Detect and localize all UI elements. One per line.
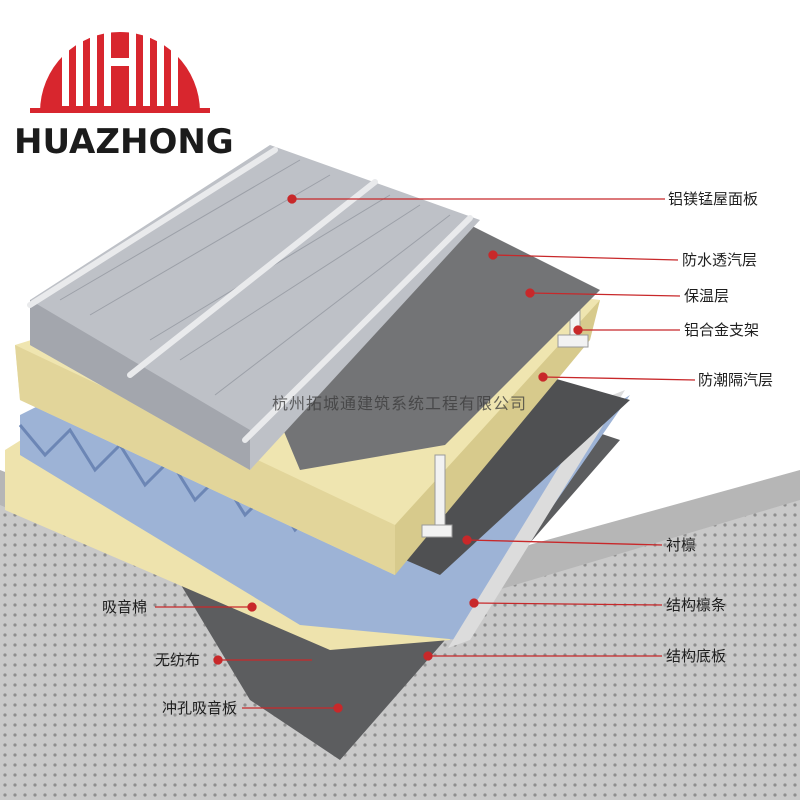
purlin-layer [448, 390, 625, 648]
label-structural-purlin: 结构檩条 [666, 596, 727, 614]
label-waterproof-membrane: 防水透汽层 [682, 251, 758, 269]
roof-panel-layer [27, 145, 480, 470]
label-insulation: 保温层 [684, 287, 730, 305]
logo-text: HUAZHONG [14, 122, 234, 162]
label-acoustic-wool: 吸音棉 [102, 598, 148, 616]
label-sub-purlin: 衬檩 [666, 536, 697, 554]
huazhong-logo [30, 18, 210, 113]
label-aluminum-bracket: 铝合金支架 [684, 321, 760, 339]
label-roof-panel: 铝镁锰屋面板 [668, 190, 759, 208]
label-vapor-barrier: 防潮隔汽层 [698, 371, 774, 389]
label-perforated-board: 冲孔吸音板 [162, 699, 238, 717]
label-structural-deck: 结构底板 [666, 647, 727, 665]
label-non-woven: 无纺布 [155, 651, 201, 669]
leader-lines [155, 194, 696, 713]
watermark-text: 杭州拓城通建筑系统工程有限公司 [272, 394, 528, 413]
